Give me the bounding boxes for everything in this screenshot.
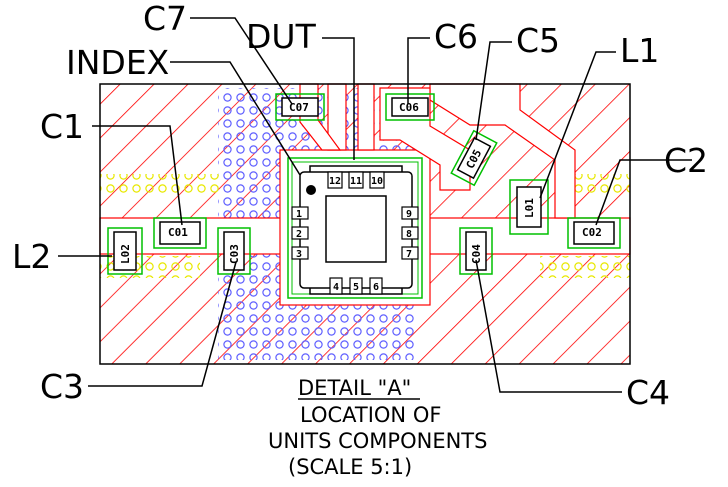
leader-lines xyxy=(58,17,692,393)
callout-l1: L1 xyxy=(620,31,659,70)
dut-pin-labels: 1 2 3 4 5 6 7 8 9 10 11 12 xyxy=(296,176,412,293)
component-c04: C04 xyxy=(459,227,493,275)
detail-scale: (SCALE 5:1) xyxy=(288,455,412,479)
callout-dut: DUT xyxy=(246,17,317,56)
detail-title: DETAIL "A" xyxy=(298,376,411,400)
pin1-index-dot xyxy=(306,185,316,195)
dut-footprint xyxy=(287,157,423,299)
pin-9: 9 xyxy=(406,209,412,220)
c03-label: C03 xyxy=(228,244,241,264)
component-c05: C05 xyxy=(450,129,498,187)
callout-c7: C7 xyxy=(143,0,187,38)
detail-title-block: DETAIL "A" LOCATION OF UNITS COMPONENTS … xyxy=(268,376,487,479)
pin-11: 11 xyxy=(350,176,362,187)
pin-3: 3 xyxy=(296,249,302,260)
component-l02: L02 xyxy=(107,227,143,275)
detail-subtitle-line1: LOCATION OF xyxy=(300,403,441,427)
l01-label: L01 xyxy=(523,198,536,218)
callout-c3: C3 xyxy=(40,367,84,406)
pin-12: 12 xyxy=(329,176,341,187)
callout-index: INDEX xyxy=(66,43,169,82)
l02-label: L02 xyxy=(119,244,132,264)
pin-5: 5 xyxy=(353,282,359,293)
c06-label: C06 xyxy=(399,101,419,114)
pin-8: 8 xyxy=(406,229,412,240)
component-l01: L01 xyxy=(509,179,549,235)
pin-1: 1 xyxy=(296,209,302,220)
pin-7: 7 xyxy=(406,249,412,260)
c02-label: C02 xyxy=(582,226,602,239)
callout-l2: L2 xyxy=(12,237,51,276)
callout-c4: C4 xyxy=(626,373,670,412)
component-c01: C01 xyxy=(153,217,207,249)
callout-c5: C5 xyxy=(516,21,560,60)
pcb-board: 1 2 3 4 5 6 7 8 9 10 11 12 C07 C06 C05 xyxy=(99,83,631,365)
c04-label: C04 xyxy=(470,244,483,264)
component-c07: C07 xyxy=(275,93,325,121)
c01-label: C01 xyxy=(168,226,188,239)
callout-labels: C7 DUT C6 C5 L1 INDEX C1 C2 L2 C3 C4 xyxy=(12,0,708,412)
component-c06: C06 xyxy=(385,93,435,121)
callout-c6: C6 xyxy=(434,17,478,56)
detail-subtitle-line2: UNITS COMPONENTS xyxy=(268,429,487,453)
pin-2: 2 xyxy=(296,229,302,240)
component-c02: C02 xyxy=(567,217,621,249)
pin-6: 6 xyxy=(373,282,379,293)
callout-c2: C2 xyxy=(664,141,708,180)
c07-label: C07 xyxy=(289,101,309,114)
pin-4: 4 xyxy=(333,282,339,293)
component-c03: C03 xyxy=(217,227,251,275)
callout-c1: C1 xyxy=(40,107,84,146)
pin-10: 10 xyxy=(371,176,383,187)
